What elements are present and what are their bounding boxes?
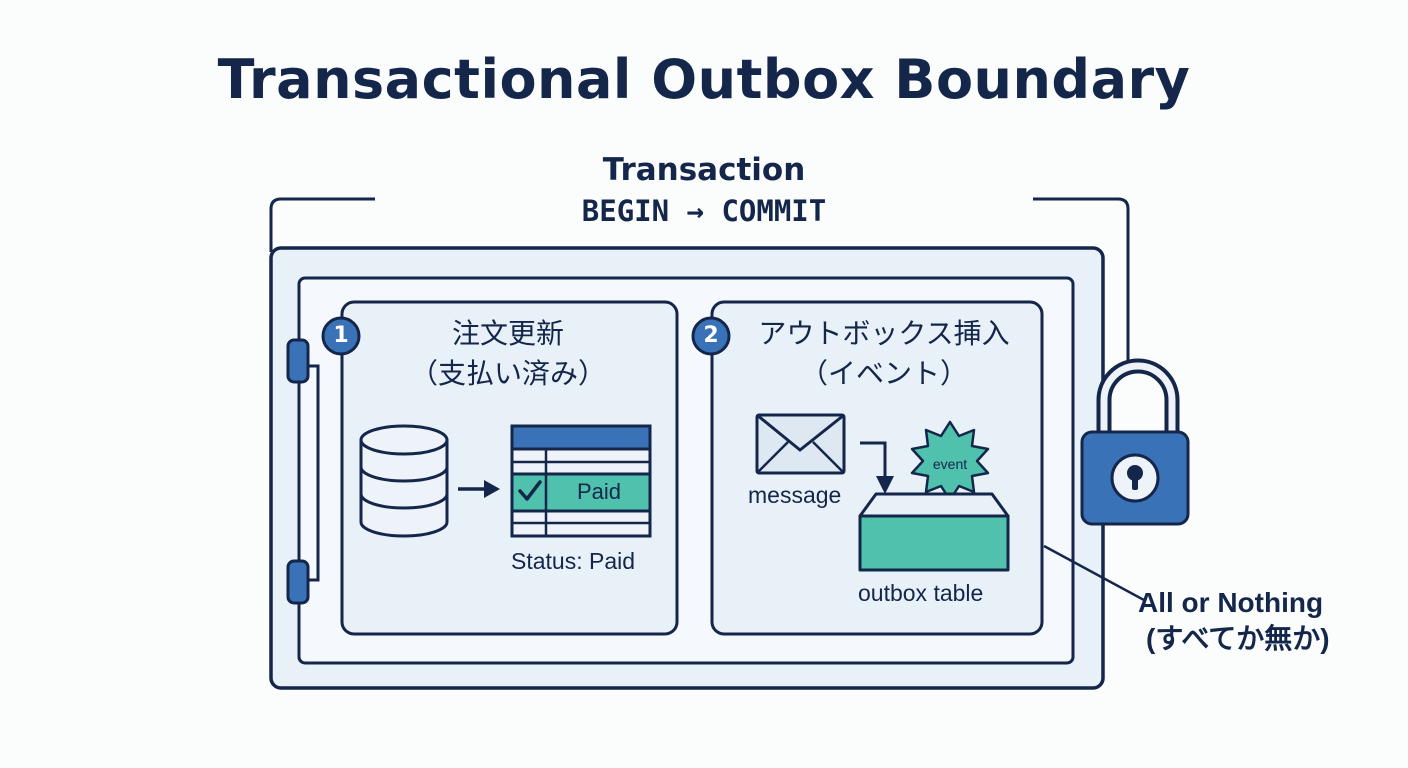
all-or-nothing-ja-label: (すべてか無か) (1146, 623, 1330, 654)
message-label: message (748, 482, 842, 508)
callout-leader-line (1043, 544, 1145, 602)
step2-number: 2 (703, 323, 719, 348)
step2-badge (691, 316, 731, 356)
transaction-label: Transaction (602, 152, 806, 188)
arrow-message-to-outbox-icon (860, 441, 894, 494)
database-icon (359, 424, 449, 538)
step1-panel (340, 300, 679, 636)
transaction-bracket-right (1033, 197, 1130, 372)
status-label: Status: Paid (511, 548, 636, 574)
table-row-paid-label: Paid (576, 479, 622, 504)
step1-number: 1 (333, 323, 349, 348)
all-or-nothing-label: All or Nothing (1138, 587, 1324, 618)
hinge-icon (286, 338, 320, 605)
step1-title-line1: 注文更新 (451, 317, 564, 350)
check-icon (518, 480, 542, 501)
step2-title-line1: アウトボックス挿入 (758, 317, 1010, 350)
arrow-db-to-table-icon (458, 480, 500, 498)
outbox-tray-icon (858, 492, 1010, 572)
diagram-title: Transactional Outbox Boundary (217, 48, 1191, 111)
table-icon (510, 424, 652, 538)
transaction-bracket-left (269, 197, 375, 252)
padlock-icon (1080, 358, 1190, 526)
step1-title-line2: （支払い済み） (409, 357, 606, 390)
outbox-table-label: outbox table (858, 580, 984, 606)
transaction-code: BEGIN → COMMIT (581, 194, 827, 228)
event-label: event (932, 456, 968, 472)
step1-badge (321, 316, 361, 356)
step2-title-line2: （イベント） (799, 357, 968, 390)
envelope-icon (755, 413, 846, 475)
